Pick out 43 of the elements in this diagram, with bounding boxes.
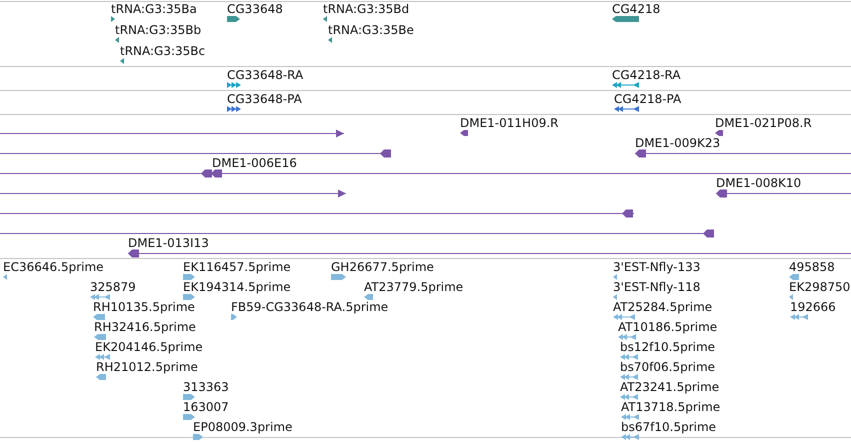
feature-label: tRNA:G3:35Ba	[111, 2, 197, 16]
feature-label: AT10186.5prime	[618, 320, 718, 334]
feature-label: 163007	[183, 400, 229, 414]
feature-label: DME1-021P08.R	[715, 116, 812, 130]
feature-label: EK204146.5prime	[95, 340, 203, 354]
feature-label: 495858	[789, 260, 835, 274]
feature-label: EC36646.5prime	[3, 260, 104, 274]
feature-label: EP08009.3prime	[193, 420, 292, 434]
feature-label: DME1-009K23	[635, 136, 720, 150]
feature-label: tRNA:G3:35Bd	[323, 2, 410, 16]
feature-label: RH10135.5prime	[93, 300, 195, 314]
feature-label: tRNA:G3:35Bb	[115, 23, 202, 37]
feature-label: CG4218-RA	[612, 68, 681, 82]
feature-label: GH26677.5prime	[331, 260, 434, 274]
feature-label: RH32416.5prime	[94, 320, 196, 334]
feature-label: DME1-008K10	[716, 176, 802, 190]
feature-label: FB59-CG33648-RA.5prime	[231, 300, 388, 314]
feature-label: CG33648-RA	[227, 68, 304, 82]
feature-label: CG4218	[612, 2, 660, 16]
feature-label: 325879	[90, 280, 136, 294]
feature-label: 3'EST-Nfly-133	[613, 260, 700, 274]
feature-label: EK298750	[789, 280, 850, 294]
feature-label: AT13718.5prime	[621, 400, 720, 414]
feature-label: 192666	[790, 300, 836, 314]
feature-label: tRNA:G3:35Bc	[120, 44, 206, 58]
feature-label: bs67f10.5prime	[621, 420, 716, 434]
feature-label: bs12f10.5prime	[620, 340, 716, 354]
feature-label: AT23779.5prime	[364, 280, 464, 294]
feature-label: 313363	[183, 380, 229, 394]
feature-label: 3'EST-Nfly-118	[613, 280, 700, 294]
feature-label: CG33648	[227, 2, 283, 16]
feature-label: AT25284.5prime	[613, 300, 712, 314]
feature-label: CG4218-PA	[614, 92, 682, 106]
feature-label: CG33648-PA	[227, 92, 302, 106]
feature-label: DME1-011H09.R	[460, 116, 558, 130]
feature-label: DME1-006E16	[212, 156, 297, 170]
feature-label: EK194314.5prime	[183, 280, 291, 294]
feature-label: bs70f06.5prime	[620, 360, 716, 374]
feature-label: RH21012.5prime	[96, 360, 198, 374]
feature-label: AT23241.5prime	[620, 380, 720, 394]
feature-label: EK116457.5prime	[183, 260, 291, 274]
feature-label: DME1-013I13	[128, 236, 209, 250]
feature-label: tRNA:G3:35Be	[328, 23, 414, 37]
